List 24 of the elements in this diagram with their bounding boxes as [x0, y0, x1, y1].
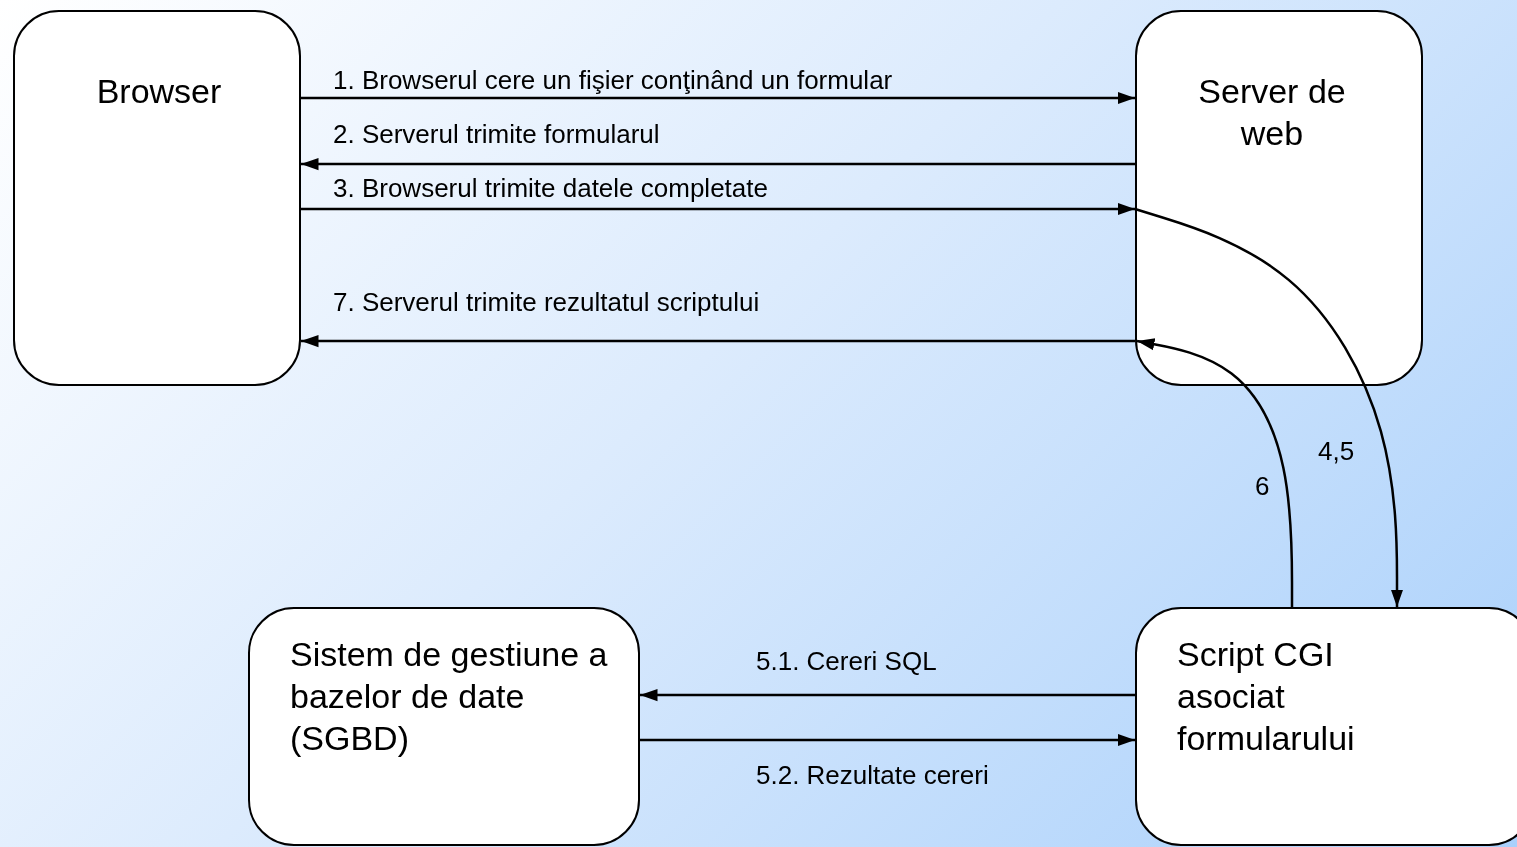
edge-label: 5.1. Cereri SQL	[756, 646, 937, 676]
arrow	[301, 334, 1135, 348]
edge-label: 2. Serverul trimite formularul	[333, 119, 660, 149]
edge-label: 6	[1255, 471, 1270, 501]
node-label: Sistem de gestiune a bazelor de date (SGBD)	[290, 634, 609, 759]
arrow	[1136, 338, 1294, 607]
arrow	[640, 688, 1135, 702]
rounded-box	[1135, 607, 1517, 846]
arrow	[1134, 207, 1404, 607]
edge-label: 5.2. Rezultate cereri	[756, 760, 989, 790]
arrow	[301, 157, 1135, 171]
arrow	[301, 202, 1135, 216]
rounded-box	[13, 10, 301, 386]
node-label: Server de web	[1197, 71, 1347, 154]
edge-label: 3. Browserul trimite datele completate	[333, 173, 768, 203]
edge-label: 4,5	[1318, 436, 1355, 466]
arrow	[301, 91, 1135, 105]
rounded-box	[1135, 10, 1423, 386]
edge-label: 1. Browserul cere un fişier conţinând un formular	[333, 65, 893, 95]
node-label: Browser	[95, 71, 223, 112]
rounded-box	[248, 607, 640, 846]
arrow	[640, 733, 1135, 747]
node-label: Script CGI asociat formularului	[1177, 634, 1356, 759]
edge-label: 7. Serverul trimite rezultatul scriptului	[333, 287, 760, 317]
